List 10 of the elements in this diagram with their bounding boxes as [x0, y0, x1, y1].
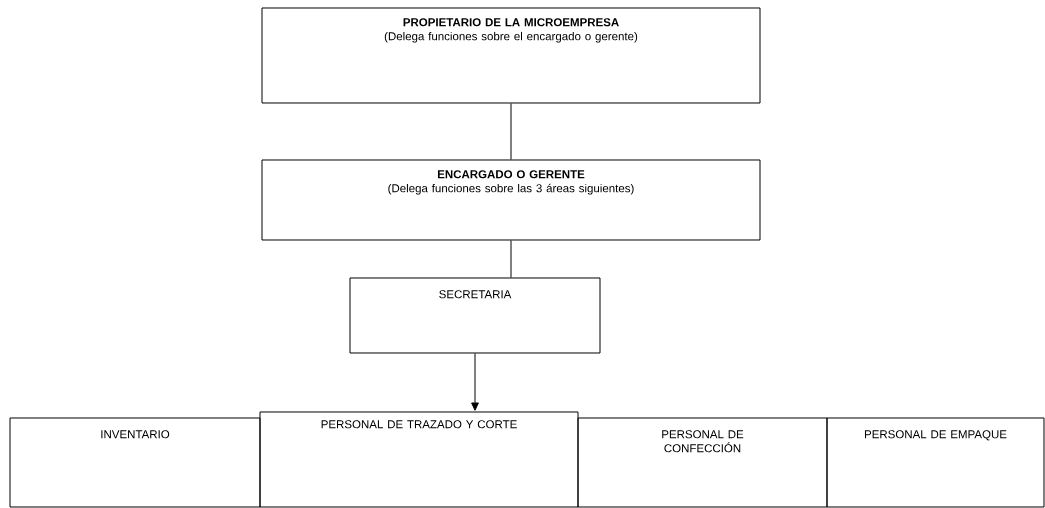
- org-box: SECRETARIA: [349, 277, 601, 354]
- org-box: INVENTARIO: [9, 417, 261, 508]
- connector-line: [510, 103, 512, 160]
- org-box: ENCARGADO O GERENTE (Delega funciones sobre las 3 áreas siguientes): [261, 159, 761, 241]
- org-box: PERSONAL DE EMPAQUE: [826, 417, 1045, 508]
- org-box: PERSONAL DE TRAZADO Y CORTE: [259, 411, 579, 508]
- arrow: [471, 353, 479, 411]
- org-box: PROPIETARIO DE LA MICROEMPRESA (Delega funciones sobre el encargado o gerente): [261, 7, 761, 104]
- org-box: PERSONAL DE CONFECCIÓN: [577, 417, 828, 508]
- connector-line: [510, 240, 512, 278]
